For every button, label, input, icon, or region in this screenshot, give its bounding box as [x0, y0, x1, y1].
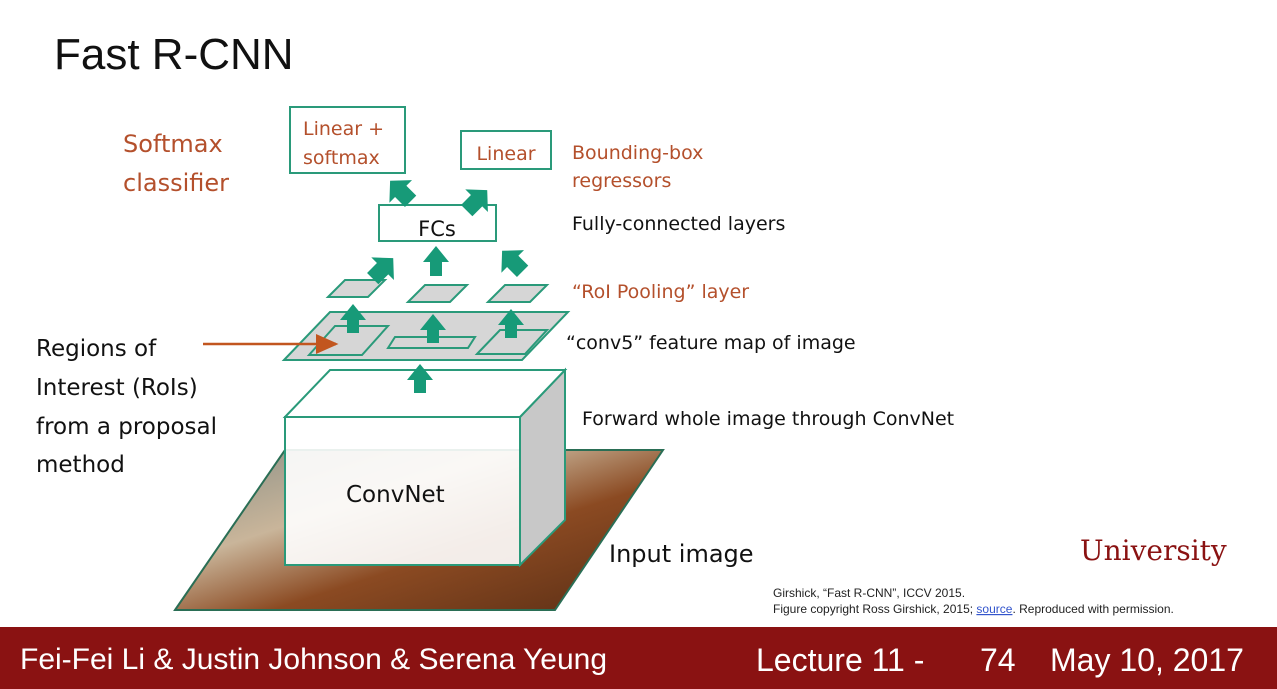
rois-label-line3: from a proposal — [36, 414, 217, 440]
arrow-up-icon — [498, 309, 524, 338]
citation-line2: Figure copyright Ross Girshick, 2015; so… — [773, 602, 1174, 616]
arrow-up-icon — [420, 314, 446, 343]
citation-text: Figure copyright Ross Girshick, 2015; — [773, 602, 976, 616]
linear-softmax-line1: Linear + — [303, 118, 384, 140]
fc-label: Fully-connected layers — [572, 213, 785, 235]
arrow-up-icon — [340, 304, 366, 333]
linear-label: Linear — [476, 143, 535, 165]
arrow-up-left-icon — [389, 180, 417, 207]
conv5-feature-map — [281, 311, 571, 361]
footer-page-number: 74 — [980, 642, 1016, 678]
arrow-up-left-icon — [501, 250, 529, 277]
arrow-up-icon — [407, 364, 433, 393]
forward-label: Forward whole image through ConvNet — [582, 408, 954, 430]
conv5-label: “conv5” feature map of image — [566, 332, 856, 354]
bbox-label-line2: regressors — [572, 170, 671, 192]
rois-label-line4: method — [36, 452, 125, 478]
input-image-label: Input image — [609, 540, 754, 568]
roi-pooled-3 — [485, 284, 550, 303]
source-link[interactable]: source — [976, 602, 1012, 616]
arrow-up-icon — [423, 246, 449, 276]
citation-line1: Girshick, “Fast R-CNN”, ICCV 2015. — [773, 586, 965, 600]
linear-softmax-line2: softmax — [303, 147, 380, 169]
fcs-label: FCs — [418, 217, 456, 241]
citation-permission: . Reproduced with permission. — [1012, 602, 1173, 616]
slide-title: Fast R-CNN — [54, 30, 294, 79]
convnet-label: ConvNet — [346, 482, 445, 508]
softmax-label-line2: classifier — [123, 169, 229, 197]
footer-lecture: Lecture 11 - — [756, 642, 924, 678]
arrow-up-right-icon — [367, 257, 394, 285]
bbox-label-line1: Bounding-box — [572, 142, 703, 164]
roi-pooled-2 — [405, 284, 470, 303]
arrow-up-right-icon — [461, 189, 488, 217]
rois-label-line2: Interest (RoIs) — [36, 375, 198, 401]
rois-label-line1: Regions of — [36, 336, 157, 362]
footer-bar — [0, 627, 1277, 689]
footer-authors: Fei-Fei Li & Justin Johnson & Serena Yeu… — [20, 643, 607, 676]
linear-box — [460, 130, 552, 170]
footer-date: May 10, 2017 — [1050, 642, 1244, 678]
roi-pool-label: “RoI Pooling” layer — [572, 281, 749, 303]
footer-watermark: University — [1080, 534, 1227, 567]
softmax-label-line1: Softmax — [123, 130, 223, 158]
roi-pooled-1 — [325, 279, 388, 298]
linear-softmax-box — [289, 106, 406, 174]
convnet-block: ConvNet — [282, 367, 568, 568]
